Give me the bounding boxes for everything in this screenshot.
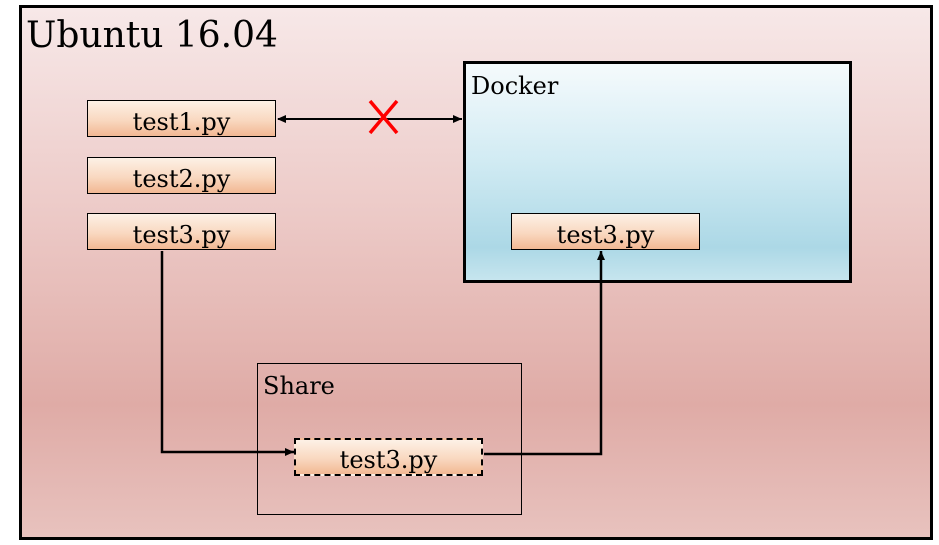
share-file-test3: test3.py: [294, 438, 483, 476]
host-file-test1: test1.py: [87, 100, 276, 137]
host-title: Ubuntu 16.04: [26, 15, 278, 56]
container-file-test3: test3.py: [511, 213, 700, 250]
share-title: Share: [263, 372, 335, 400]
container-title: Docker: [471, 72, 559, 100]
host-file-test2: test2.py: [87, 157, 276, 194]
host-file-test3: test3.py: [87, 213, 276, 250]
